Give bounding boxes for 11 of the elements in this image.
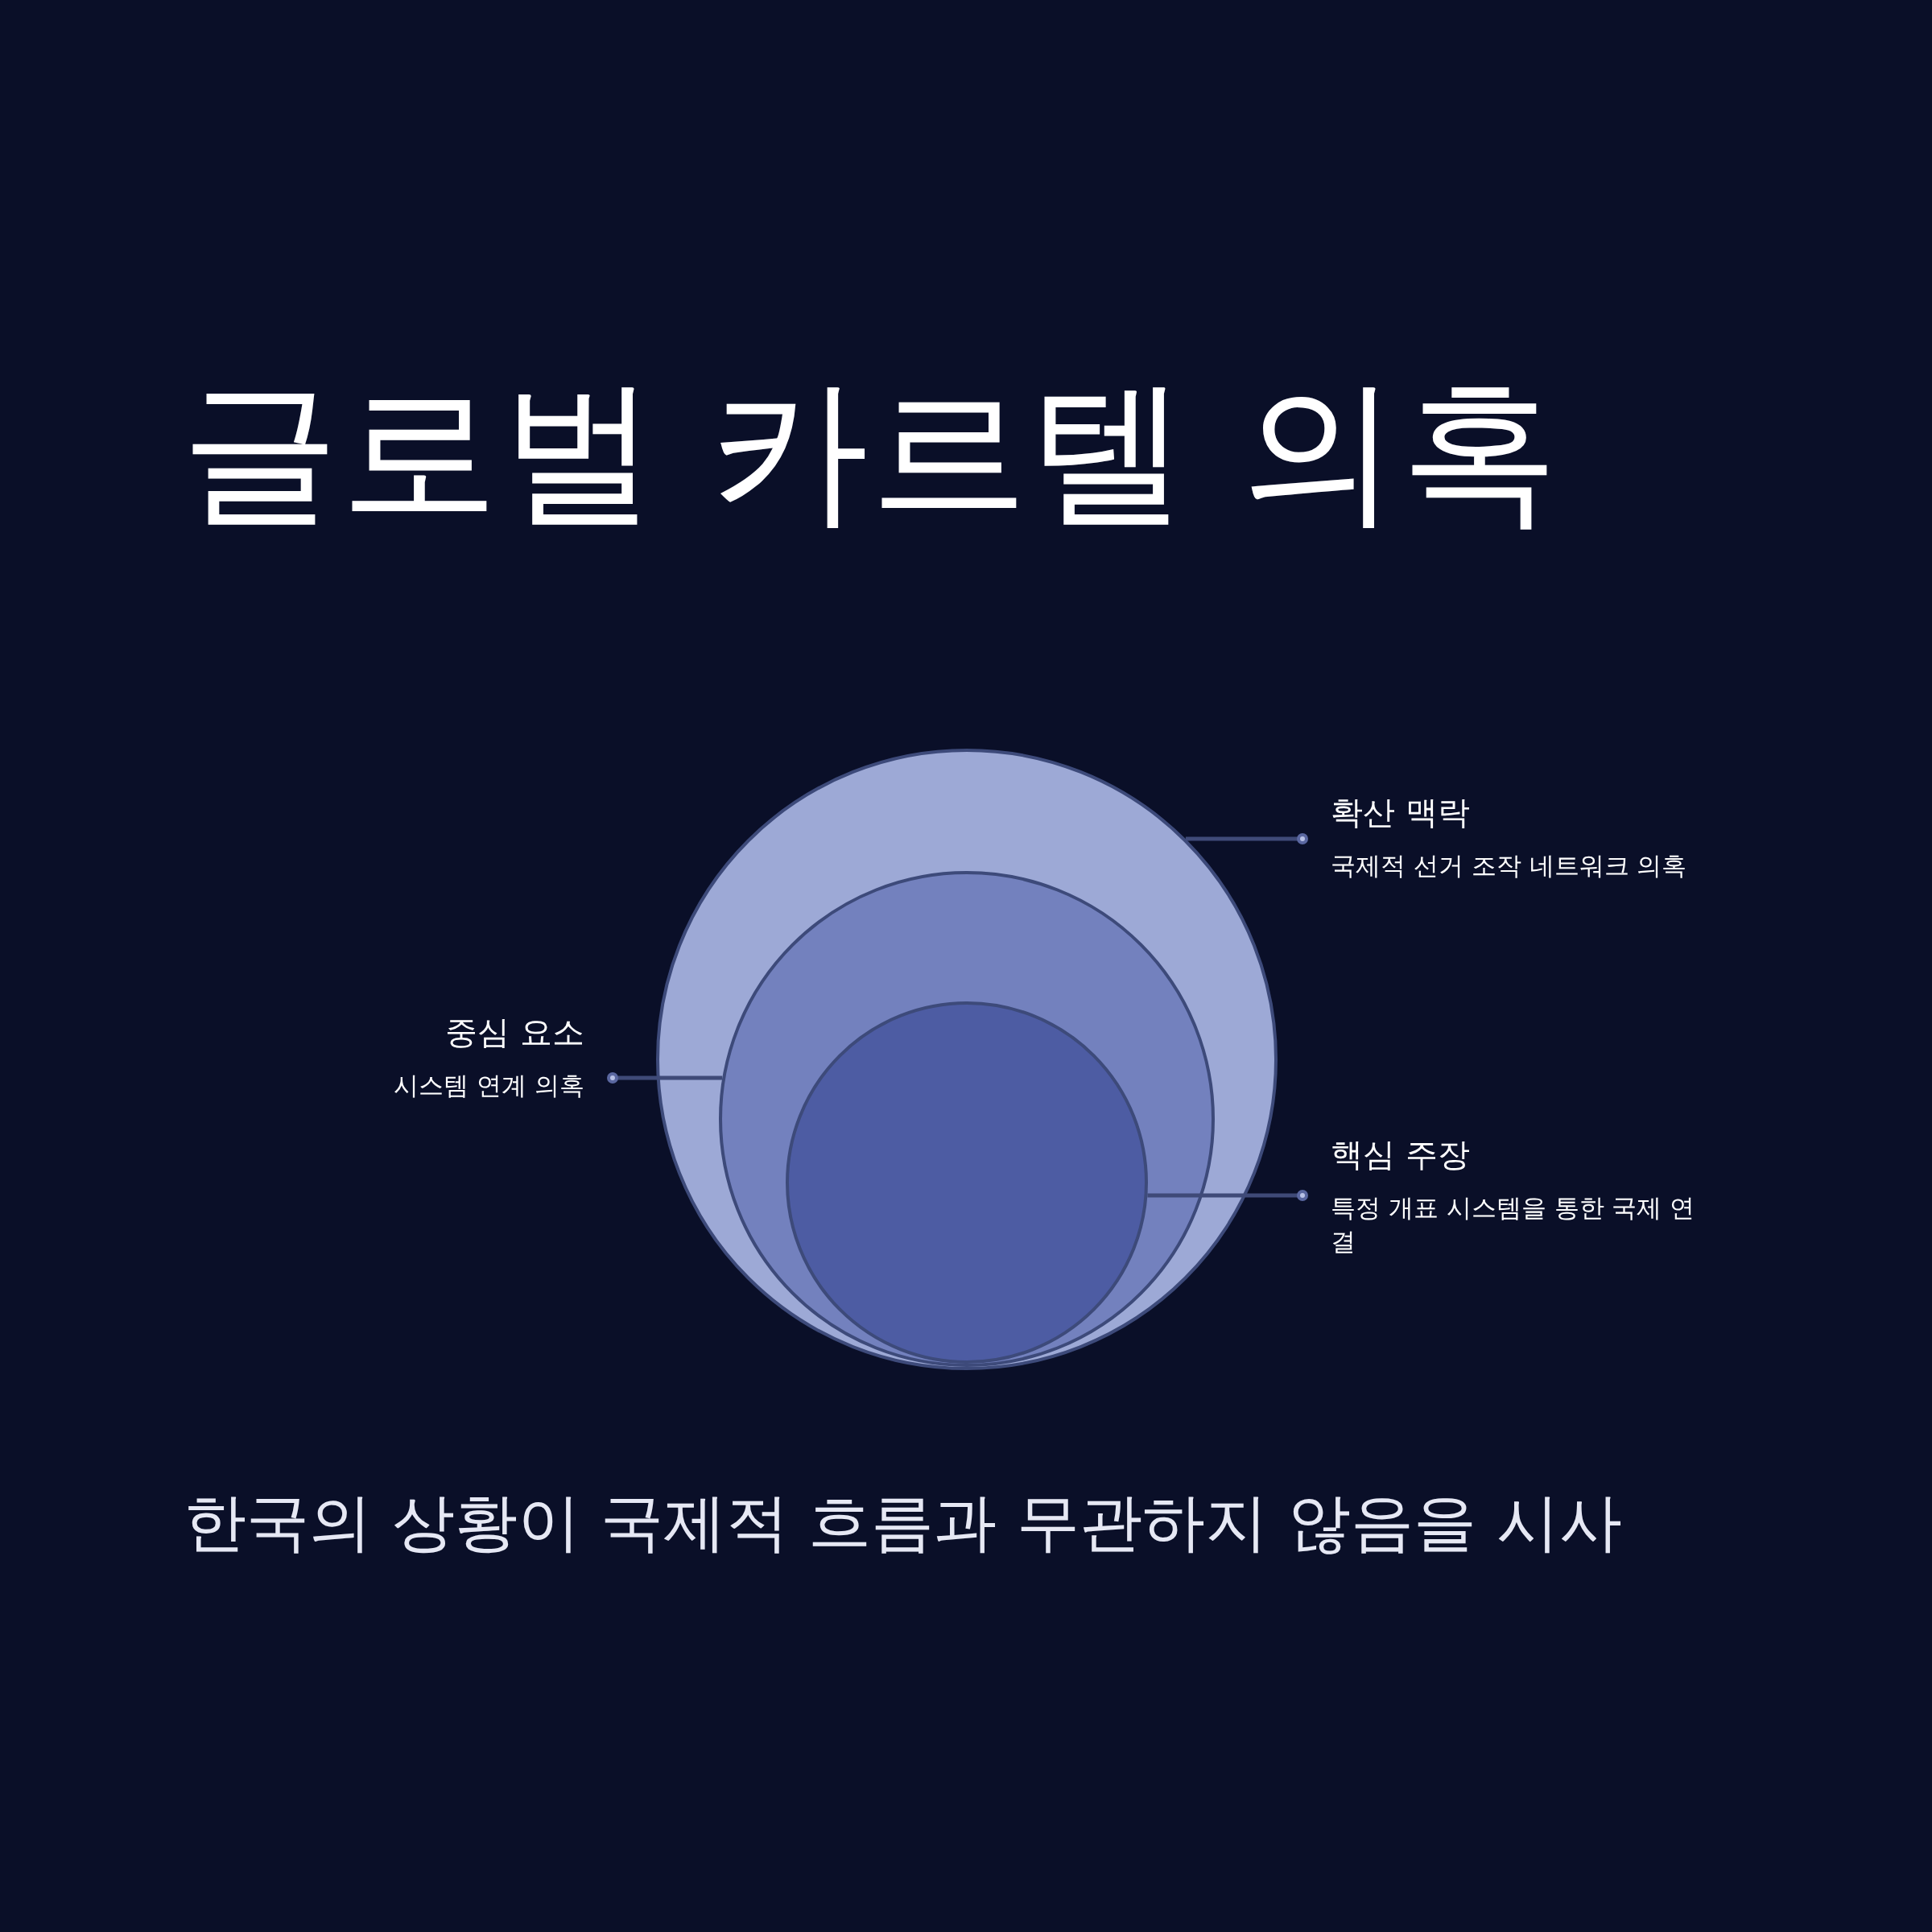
callout-heading: 핵심 주장 xyxy=(1331,1135,1470,1174)
callout-heading: 확산 맥락 xyxy=(1331,793,1470,832)
title: 글로벌 카르텔 의혹 xyxy=(181,358,1560,544)
caption: 한국의 상황이 국제적 흐름과 무관하지 않음을 시사 xyxy=(184,1485,1622,1560)
callout-text: 국제적 선거 조작 네트워크 의혹 xyxy=(1331,850,1687,881)
callout-heading: 중심 요소 xyxy=(445,1013,584,1051)
callout-text: 특정 개표 시스템을 통한 국제 연결 xyxy=(1331,1192,1696,1257)
leader-line xyxy=(1185,833,1308,844)
leader-line xyxy=(1147,1190,1308,1201)
callout-text: 시스템 연계 의혹 xyxy=(394,1070,584,1101)
leader-line xyxy=(607,1072,723,1084)
